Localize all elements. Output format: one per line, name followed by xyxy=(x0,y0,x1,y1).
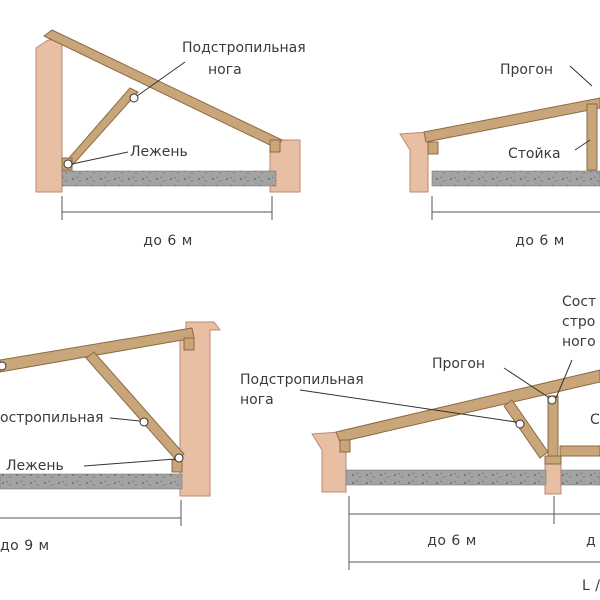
label-plate: Лежень xyxy=(130,144,188,160)
panel-bottom-left: остропильная Лежень до 9 м xyxy=(0,321,221,554)
rafter-block xyxy=(269,139,281,153)
callout-dot xyxy=(0,361,7,371)
label-edge: С xyxy=(590,412,600,428)
rafter-block xyxy=(183,337,195,351)
wall-plate xyxy=(427,141,439,155)
callout-dot xyxy=(547,395,557,405)
rafter xyxy=(43,29,283,149)
panel-bottom-right: Подстропильная нога Прогон Сост стро ног… xyxy=(240,294,600,594)
leader-line xyxy=(569,65,593,87)
label-cut-line2: стро xyxy=(562,314,595,330)
callout-dot xyxy=(129,93,139,103)
label-rafter-line2: нога xyxy=(208,62,242,78)
callout-dot xyxy=(515,419,525,429)
label-rafter-line1: Подстропильная xyxy=(240,372,364,388)
floor-slab xyxy=(560,469,600,486)
dim-label: до 6 м xyxy=(427,533,477,549)
strut xyxy=(85,351,185,461)
dim-label-total: L / xyxy=(582,578,600,594)
post xyxy=(586,103,598,171)
label-plate: Лежень xyxy=(6,458,64,474)
label-purlin: Прогон xyxy=(500,62,553,78)
label-cut-line1: Сост xyxy=(562,294,596,310)
leader-line xyxy=(555,359,573,399)
dim-label: до 6 м xyxy=(515,233,565,249)
post xyxy=(547,395,559,459)
floor-slab xyxy=(345,469,547,486)
leader-line xyxy=(136,61,186,97)
callout-dot xyxy=(63,159,73,169)
panel-top-right: Прогон Стойка до 6 м xyxy=(399,62,600,249)
wall-plate xyxy=(544,455,562,465)
leader-line xyxy=(299,389,517,423)
rafter xyxy=(335,369,600,443)
rafter xyxy=(423,97,600,143)
left-wall xyxy=(35,39,63,193)
label-purlin: Прогон xyxy=(432,356,485,372)
callout-dot xyxy=(174,453,184,463)
label-cut-line3: ного xyxy=(562,334,596,350)
leader-line xyxy=(109,417,141,422)
floor-slab xyxy=(431,170,600,187)
tie-beam xyxy=(559,445,600,457)
leader-line xyxy=(503,367,549,398)
middle-wall xyxy=(544,459,562,495)
panel-top-left: Подстропильная нога Лежень до 6 м xyxy=(35,29,306,249)
callout-dot xyxy=(139,417,149,427)
floor-slab xyxy=(0,473,183,490)
wall-plate xyxy=(339,439,351,453)
label-rafter: остропильная xyxy=(0,410,103,426)
strut xyxy=(503,399,549,459)
dim-label-fragment: д xyxy=(586,533,596,549)
leader-line xyxy=(71,151,129,165)
floor-slab xyxy=(61,170,277,187)
leader-line xyxy=(574,139,591,151)
label-rafter-line2: нога xyxy=(240,392,274,408)
left-wall xyxy=(399,131,429,193)
dim-label: до 6 м xyxy=(143,233,193,249)
leader-line xyxy=(83,458,176,467)
label-post: Стойка xyxy=(508,146,561,162)
label-rafter-line1: Подстропильная xyxy=(182,40,306,56)
dim-label: до 9 м xyxy=(0,538,50,554)
